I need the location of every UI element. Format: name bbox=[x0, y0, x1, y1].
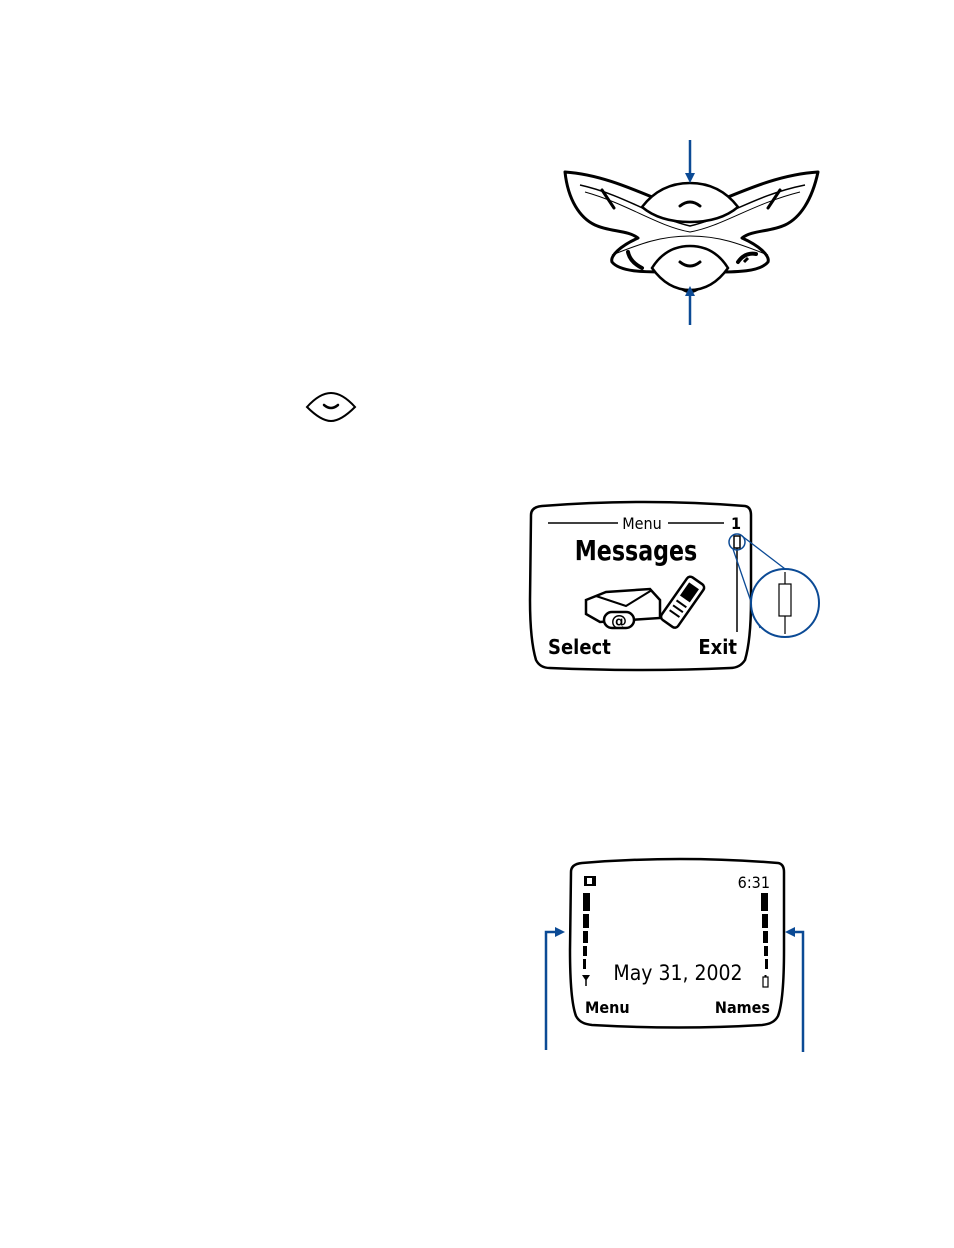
standby-time: 6:31 bbox=[738, 873, 770, 892]
battery-bar-callout-arrow bbox=[790, 932, 803, 1052]
svg-text:@: @ bbox=[611, 611, 627, 630]
scroll-up-key-icon[interactable] bbox=[642, 183, 738, 222]
menu-title: Messages bbox=[575, 536, 698, 568]
keypad-diagram bbox=[565, 140, 818, 325]
standby-left-soft-key[interactable]: Menu bbox=[585, 998, 630, 1017]
menu-header: Menu bbox=[622, 514, 662, 533]
menu-screen: Menu 1 Messages @ bbox=[530, 502, 819, 670]
battery-icon bbox=[763, 975, 768, 987]
right-soft-key-label[interactable]: Exit bbox=[698, 635, 737, 659]
standby-right-soft-key[interactable]: Names bbox=[715, 998, 770, 1017]
left-soft-key-label[interactable]: Select bbox=[548, 635, 611, 659]
signal-bar-callout-arrow bbox=[546, 932, 560, 1050]
menu-scrollbar-thumb bbox=[734, 536, 740, 548]
network-indicator-icon bbox=[584, 876, 596, 886]
standby-screen: 6:31 May 31, 2002 Menu Names bbox=[546, 859, 803, 1052]
standby-date: May 31, 2002 bbox=[613, 961, 742, 985]
menu-item-number: 1 bbox=[731, 514, 741, 533]
inline-scroll-down-key-icon bbox=[307, 393, 355, 421]
